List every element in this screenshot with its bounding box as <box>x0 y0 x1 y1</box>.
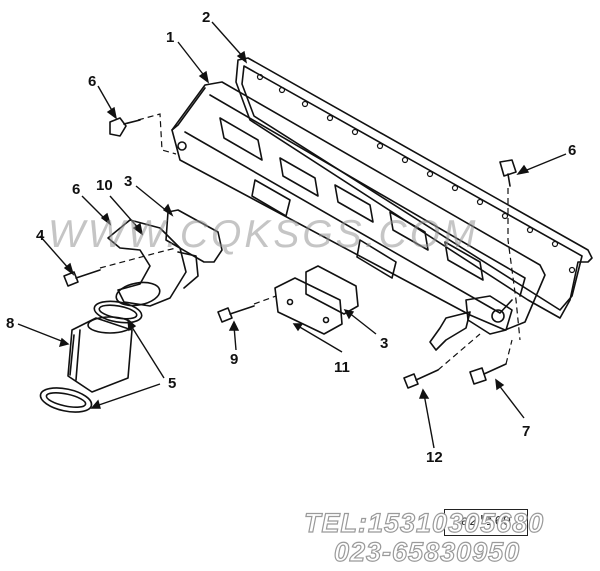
cover-plate <box>274 277 343 335</box>
capscrew-6-right <box>499 159 517 187</box>
callout-12: 12 <box>426 449 443 466</box>
callout-3-lower: 3 <box>380 335 389 352</box>
capscrew-9 <box>217 305 255 323</box>
figure-code-box: a2'i69 <box>444 509 528 536</box>
capscrew-12 <box>403 369 439 389</box>
hose <box>67 316 133 393</box>
callout-6-right: 6 <box>568 142 577 159</box>
callout-1: 1 <box>166 29 175 46</box>
callout-5: 5 <box>168 375 177 392</box>
callout-7: 7 <box>522 423 531 440</box>
manifold-gasket <box>235 57 593 319</box>
callout-9: 9 <box>230 351 239 368</box>
hose-clamp-upper <box>93 300 143 324</box>
exhaust-elbow <box>107 219 199 307</box>
capscrew-7 <box>469 363 507 385</box>
callout-4: 4 <box>36 227 45 244</box>
hose-clamp-lower <box>39 387 93 413</box>
callout-6-mid: 6 <box>72 181 81 198</box>
callout-8: 8 <box>6 315 15 332</box>
callout-6-left: 6 <box>88 73 97 90</box>
exhaust-manifold <box>171 81 546 351</box>
callout-3-upper: 3 <box>124 173 133 190</box>
capscrew-6-left <box>109 117 141 137</box>
callout-2: 2 <box>202 9 211 26</box>
contact-telephone: TEL:15310305680 <box>303 507 545 538</box>
contact-phone: 023-65830950 <box>333 536 521 567</box>
callout-11: 11 <box>334 359 350 376</box>
elbow-gasket <box>165 209 223 263</box>
callout-10: 10 <box>96 177 113 194</box>
capscrew-4 <box>63 269 101 287</box>
watermark-text: WWW.CQKSGS.COM <box>48 213 479 256</box>
cover-gasket <box>305 265 359 315</box>
